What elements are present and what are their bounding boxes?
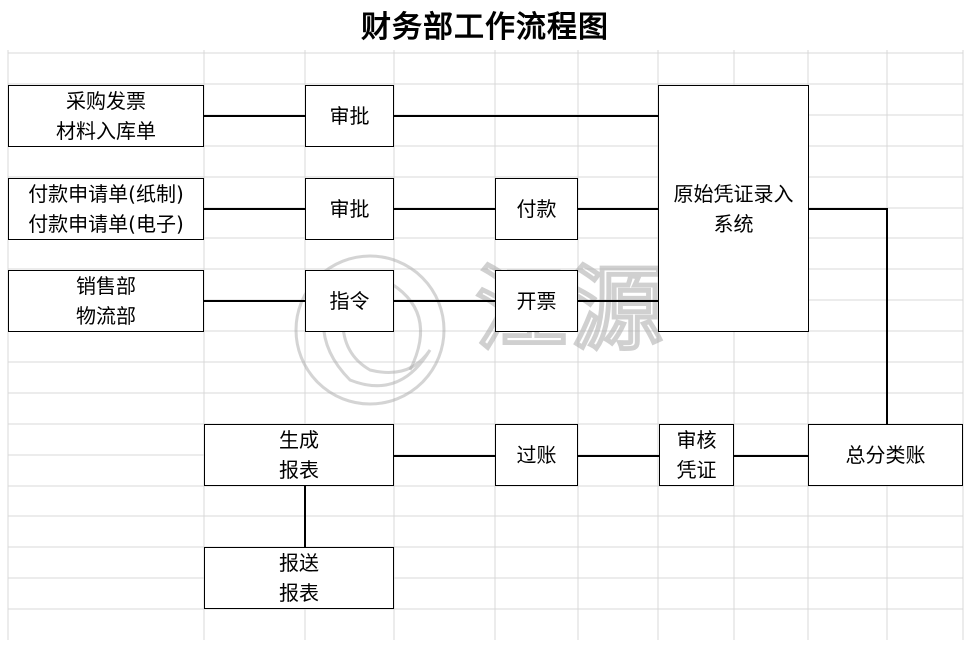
page-title: 财务部工作流程图 [0,6,970,50]
payment-request-box: 付款申请单(纸制) 付款申请单(电子) [8,178,204,240]
payment-box: 付款 [495,178,578,240]
connector-line [733,455,809,457]
connector-line [203,208,305,210]
connector-line [203,115,305,117]
general-ledger-box: 总分类账 [808,424,963,486]
connector-line [304,485,306,548]
connector-line [577,208,658,210]
connector-line [577,455,659,457]
submit-report-box: 报送 报表 [204,547,394,609]
approve-box-2: 审批 [305,178,394,240]
connector-line [886,208,888,424]
connector-line [393,115,658,117]
voucher-entry-box: 原始凭证录入 系统 [658,85,809,332]
invoicing-box: 开票 [495,270,578,332]
review-voucher-box: 审核 凭证 [659,424,734,486]
generate-report-box: 生成 报表 [204,424,394,486]
connector-line [203,300,305,302]
connector-line [393,300,495,302]
purchase-invoice-box: 采购发票 材料入库单 [8,85,204,147]
approve-box-1: 审批 [305,85,394,147]
connector-line [808,208,887,210]
instruction-box: 指令 [305,270,394,332]
connector-line [577,300,658,302]
connector-line [393,208,495,210]
sales-logistics-box: 销售部 物流部 [8,270,204,332]
connector-line [393,455,495,457]
posting-box: 过账 [495,424,578,486]
